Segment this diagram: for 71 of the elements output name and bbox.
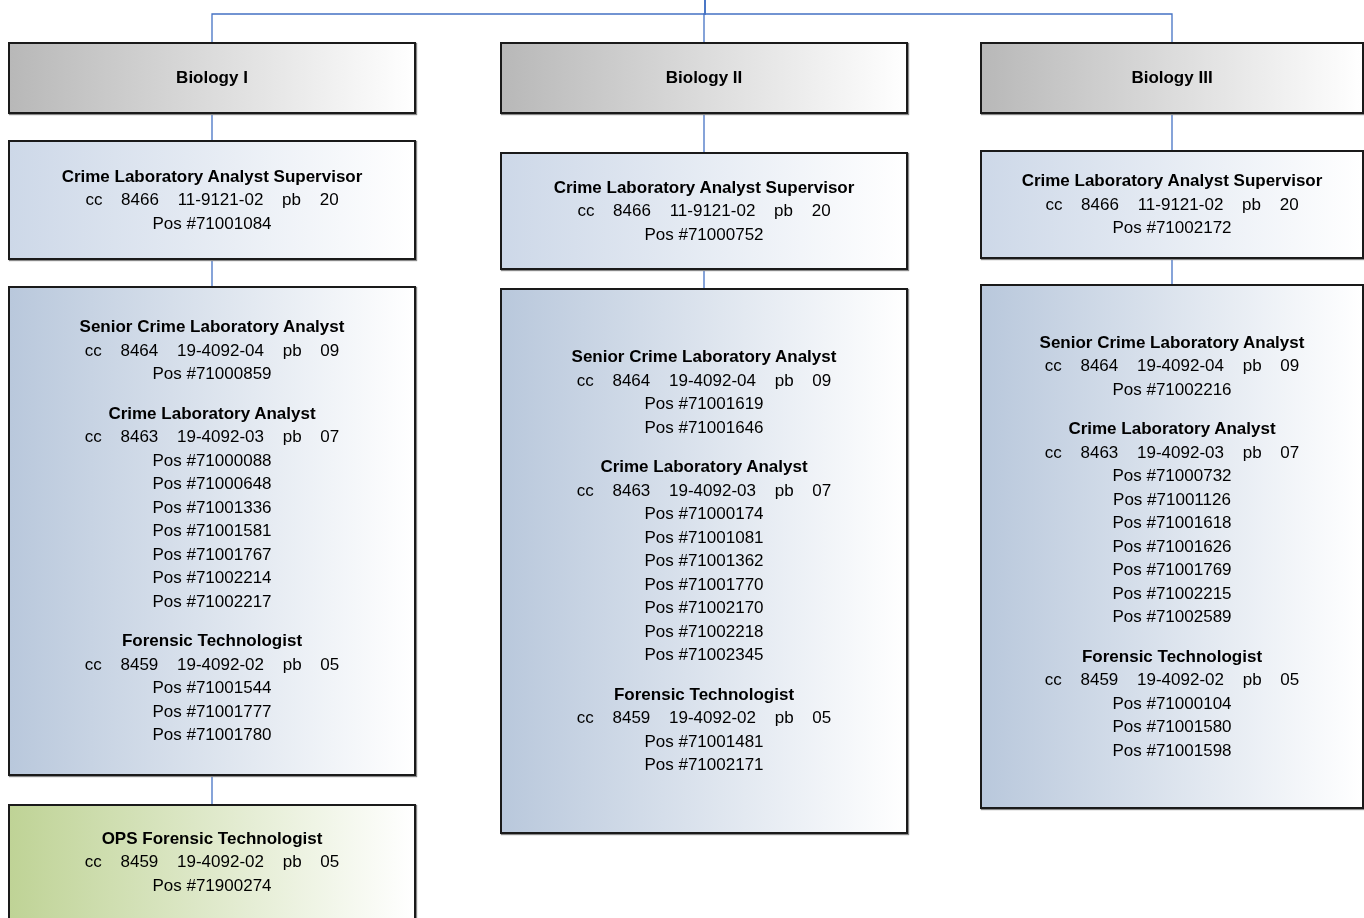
connector-line bbox=[211, 259, 213, 287]
connector-line bbox=[1171, 113, 1173, 151]
unit-name: Biology III bbox=[1131, 67, 1213, 90]
job-class-text: Forensic Technologist cc 8459 19-4092-02 pb 05 bbox=[1044, 645, 1300, 692]
position-number: Pos #71000752 bbox=[644, 223, 764, 246]
position-number: Pos #71001598 bbox=[1112, 739, 1232, 762]
job-class-text: Senior Crime Laboratory Analyst cc 8464 19-4092-04 pb 09 bbox=[571, 346, 837, 392]
position-number: Pos #71002218 bbox=[644, 620, 764, 643]
job-class-text: Crime Laboratory Analyst Supervisor cc 8466 11-9121-02 pb 20 bbox=[553, 176, 855, 223]
unit-name: Biology II bbox=[665, 67, 743, 90]
position-box bbox=[500, 288, 908, 834]
position-number: Pos #71001544 bbox=[152, 677, 272, 700]
position-number: Pos #71002216 bbox=[1112, 378, 1232, 401]
unit-box bbox=[8, 42, 416, 114]
job-class-text: Crime Laboratory Analyst cc 8463 19-4092-03 pb 07 bbox=[84, 402, 340, 449]
position-number: Pos #71001619 bbox=[644, 393, 764, 416]
position-number: Pos #71002345 bbox=[644, 644, 764, 667]
position-number: Pos #71001362 bbox=[644, 550, 764, 573]
position-number: Pos #71001126 bbox=[1113, 488, 1231, 511]
position-number: Pos #71000174 bbox=[644, 503, 764, 526]
position-number: Pos #71002215 bbox=[1112, 582, 1232, 605]
unit-box bbox=[500, 42, 908, 114]
unit-name: Biology I bbox=[176, 67, 248, 90]
position-box bbox=[8, 286, 416, 776]
position-number: Pos #71000088 bbox=[152, 449, 272, 472]
position-number: Pos #71001618 bbox=[1112, 512, 1232, 535]
position-number: Pos #71001767 bbox=[152, 543, 272, 566]
position-number: Pos #71002589 bbox=[1112, 606, 1232, 629]
position-number: Pos #71000859 bbox=[152, 363, 272, 386]
position-number: Pos #71000648 bbox=[152, 473, 272, 496]
position-number: Pos #71001770 bbox=[644, 573, 764, 596]
position-number: Pos #71000104 bbox=[1112, 692, 1232, 715]
position-number: Pos #71002170 bbox=[644, 597, 764, 620]
position-box bbox=[8, 140, 416, 260]
connector-line bbox=[703, 269, 705, 289]
job-class-text: Crime Laboratory Analyst cc 8463 19-4092-03 pb 07 bbox=[1044, 418, 1300, 464]
job-class-text: Senior Crime Laboratory Analyst cc 8464 19-4092-04 pb 09 bbox=[79, 316, 345, 362]
connector-line bbox=[211, 113, 213, 141]
position-number: Pos #71001081 bbox=[644, 526, 764, 549]
unit-box bbox=[980, 42, 1364, 114]
position-box bbox=[980, 284, 1364, 809]
job-class-text: Senior Crime Laboratory Analyst cc 8464 19-4092-04 pb 09 bbox=[1039, 331, 1305, 378]
job-class-text: Forensic Technologist cc 8459 19-4092-02 pb 05 bbox=[576, 683, 832, 730]
job-class-text: OPS Forensic Technologist cc 8459 19-4092-02 pb 05 bbox=[84, 827, 340, 874]
position-number: Pos #71001769 bbox=[1112, 559, 1232, 582]
position-number: Pos #71001481 bbox=[644, 730, 764, 753]
position-number: Pos #71001336 bbox=[152, 496, 272, 519]
position-number: Pos #71001581 bbox=[152, 520, 272, 543]
connector-line bbox=[704, 0, 1173, 43]
position-number: Pos #71002171 bbox=[644, 754, 764, 777]
position-number: Pos #71001084 bbox=[152, 212, 272, 235]
position-number: Pos #71001777 bbox=[152, 700, 272, 723]
position-number: Pos #71001780 bbox=[152, 724, 272, 747]
job-class-text: Crime Laboratory Analyst Supervisor cc 8466 11-9121-02 pb 20 bbox=[1021, 170, 1323, 216]
connector-line bbox=[211, 775, 213, 805]
position-number: Pos #71000732 bbox=[1112, 465, 1232, 488]
connector-line bbox=[1171, 258, 1173, 285]
position-number: Pos #71002217 bbox=[152, 590, 272, 613]
job-class-text: Crime Laboratory Analyst Supervisor cc 8466 11-9121-02 pb 20 bbox=[61, 165, 363, 212]
position-number: Pos #71001646 bbox=[644, 416, 764, 439]
position-number: Pos #71002172 bbox=[1112, 217, 1232, 240]
position-number: Pos #71900274 bbox=[152, 874, 272, 897]
position-box bbox=[8, 804, 416, 918]
position-number: Pos #71001626 bbox=[1112, 535, 1232, 558]
position-number: Pos #71001580 bbox=[1112, 716, 1232, 739]
job-class-text: Crime Laboratory Analyst cc 8463 19-4092-03 pb 07 bbox=[576, 456, 832, 502]
position-number: Pos #71002214 bbox=[152, 567, 272, 590]
position-box bbox=[500, 152, 908, 270]
connector-line bbox=[703, 113, 705, 153]
position-box bbox=[980, 150, 1364, 259]
job-class-text: Forensic Technologist cc 8459 19-4092-02 pb 05 bbox=[84, 630, 340, 676]
